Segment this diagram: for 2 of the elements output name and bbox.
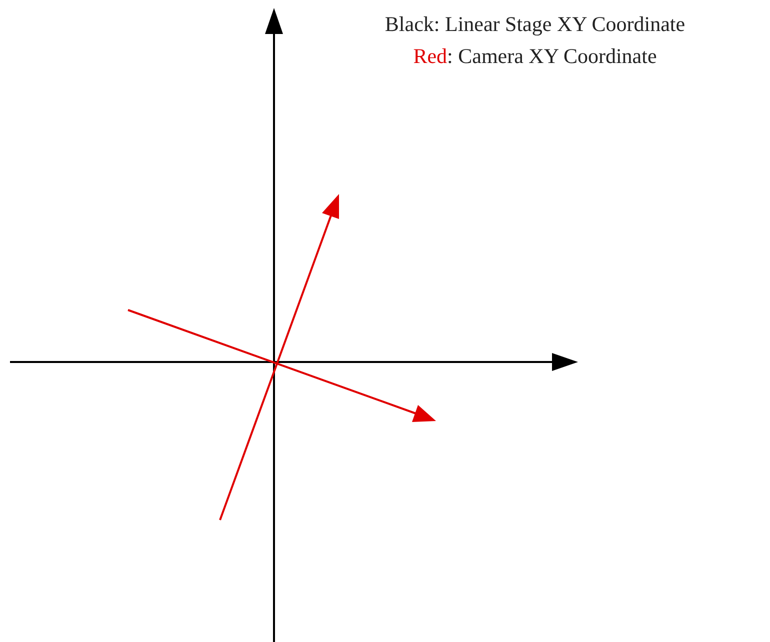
legend-text: Red: Camera XY Coordinate — [413, 44, 657, 69]
legend-text: Black: Linear Stage XY Coordinate — [384, 12, 686, 37]
